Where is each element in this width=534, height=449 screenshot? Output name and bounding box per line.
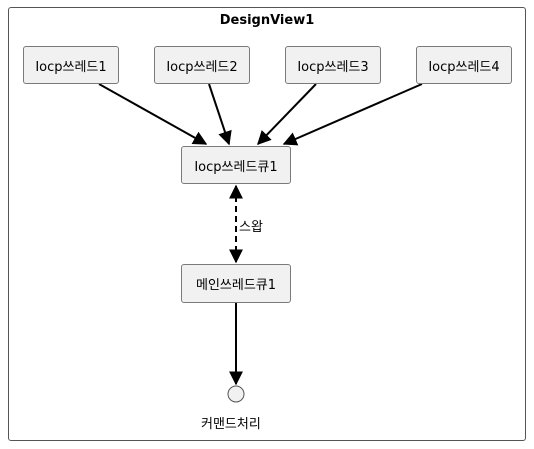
endpoint-label-command: 커맨드처리 [201,417,261,432]
node-iocp-thread-4: Iocp쓰레드4 [416,46,512,84]
edge-thread3-to-iocp-queue [257,83,317,146]
edge-label-swap: 스왑 [238,216,264,235]
diagram-frame: DesignView1 [8,7,526,441]
node-main-thread-queue: 메인쓰레드큐1 [181,264,291,303]
edge-thread4-to-iocp-queue [282,83,423,146]
node-iocp-thread-3: Iocp쓰레드3 [285,46,381,84]
diagram-title: DesignView1 [219,13,315,28]
command-endpoint-circle [227,385,245,403]
node-iocp-thread-queue: Iocp쓰레드큐1 [181,146,291,184]
node-iocp-thread-1: Iocp쓰레드1 [23,46,119,84]
edge-thread1-to-iocp-queue [98,83,208,145]
edge-thread2-to-iocp-queue [208,83,232,146]
node-iocp-thread-2: Iocp쓰레드2 [154,46,250,84]
